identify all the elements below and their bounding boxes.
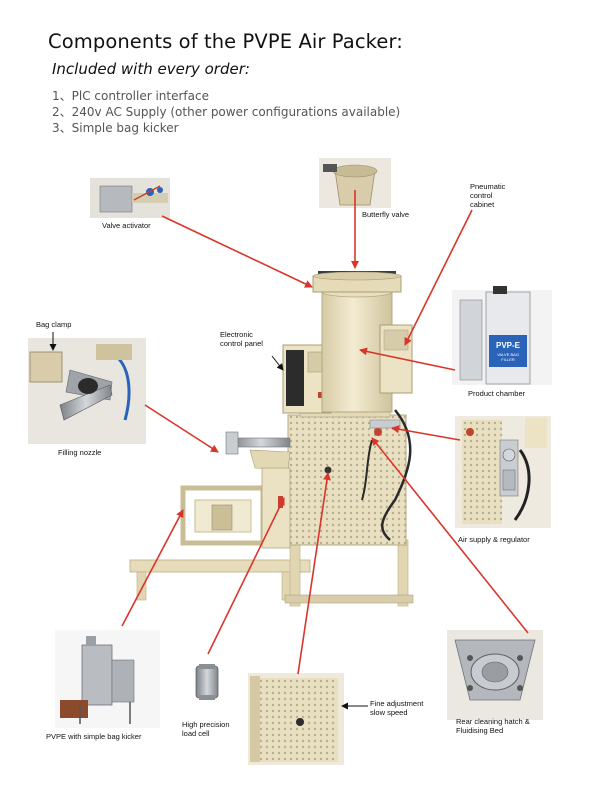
- label-rear-hatch-1: Rear cleaning hatch &: [456, 717, 530, 726]
- cabinet-label-line2: VALVE BAG: [497, 352, 519, 357]
- label-air-supply: Air supply & regulator: [458, 535, 530, 544]
- cabinet-label-line1: PVP-E: [496, 341, 521, 350]
- label-filling-nozzle: Filling nozzle: [58, 448, 102, 457]
- label-electronic-panel-2: control panel: [220, 339, 263, 348]
- callout-arrows: [49, 190, 529, 710]
- page-subtitle: Included with every order:: [52, 60, 250, 78]
- label-butterfly-valve: Butterfly valve: [362, 210, 410, 219]
- bag-clamp-photo: [28, 338, 146, 444]
- label-valve-activator: Valve activator: [102, 221, 151, 230]
- label-fine-adjust-1: Fine adjustment: [370, 699, 424, 708]
- fine-adjust-photo: [248, 673, 344, 765]
- feature-item: 3、Simple bag kicker: [52, 121, 179, 135]
- cabinet-label-line3: FILLER: [501, 357, 515, 362]
- load-cell-photo: [195, 664, 219, 700]
- main-machine: [129, 271, 414, 607]
- feature-item: 2、240v AC Supply (other power configurat…: [52, 105, 401, 119]
- label-load-cell-2: load cell: [182, 729, 210, 738]
- label-rear-hatch-2: Fluidising Bed: [456, 726, 504, 735]
- label-pneumatic-cabinet-3: cabinet: [470, 200, 495, 209]
- label-product-chamber: Product chamber: [468, 389, 526, 398]
- label-bag-clamp: Bag clamp: [36, 320, 72, 329]
- label-pneumatic-cabinet-1: Pneumatic: [470, 182, 506, 191]
- rear-hatch-photo: [447, 630, 543, 720]
- page-title: Components of the PVPE Air Packer:: [48, 30, 403, 53]
- air-supply-photo: [455, 416, 551, 528]
- label-fine-adjust-2: slow speed: [370, 708, 408, 717]
- pneumatic-cabinet-photo: PVP-E VALVE BAG FILLER: [452, 286, 552, 385]
- feature-item: 1、PlC controller interface: [52, 89, 209, 103]
- label-load-cell-1: High precision: [182, 720, 230, 729]
- label-electronic-panel-1: Electronic: [220, 330, 253, 339]
- label-pneumatic-cabinet-2: control: [470, 191, 493, 200]
- feature-list: 1、PlC controller interface 2、240v AC Sup…: [52, 88, 400, 136]
- label-bag-kicker: PVPE with simple bag kicker: [46, 732, 142, 741]
- bag-kicker-photo: [55, 630, 160, 728]
- valve-activator-photo: [90, 178, 170, 218]
